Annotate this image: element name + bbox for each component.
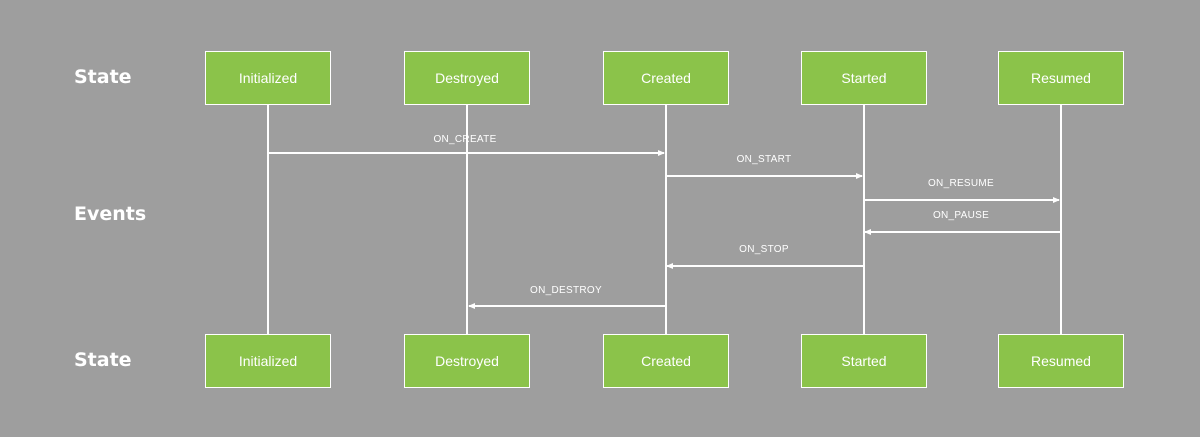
event-label-on-stop: ON_STOP: [739, 244, 789, 255]
row-label-state-bottom: State: [74, 349, 132, 371]
event-label-on-resume: ON_RESUME: [927, 178, 995, 189]
lifeline-destroyed: [466, 105, 468, 334]
event-label-on-create: ON_CREATE: [433, 134, 497, 145]
state-box-created-bottom: Created: [603, 334, 729, 388]
state-box-destroyed-bottom: Destroyed: [404, 334, 530, 388]
state-box-started-bottom: Started: [801, 334, 927, 388]
state-box-created-top: Created: [603, 51, 729, 105]
state-box-started-top: Started: [801, 51, 927, 105]
lifeline-resumed: [1060, 105, 1062, 334]
state-box-initialized-bottom: Initialized: [205, 334, 331, 388]
state-box-resumed-top: Resumed: [998, 51, 1124, 105]
state-box-resumed-bottom: Resumed: [998, 334, 1124, 388]
row-label-events: Events: [74, 203, 147, 225]
lifeline-initialized: [267, 105, 269, 334]
state-box-destroyed-top: Destroyed: [404, 51, 530, 105]
event-label-on-start: ON_START: [736, 154, 792, 165]
event-label-on-pause: ON_PAUSE: [932, 210, 990, 221]
lifeline-created: [665, 105, 667, 334]
bottom-border: [0, 437, 1200, 441]
state-box-initialized-top: Initialized: [205, 51, 331, 105]
event-label-on-destroy: ON_DESTROY: [530, 285, 602, 296]
row-label-state-top: State: [74, 66, 132, 88]
lifeline-started: [863, 105, 865, 334]
